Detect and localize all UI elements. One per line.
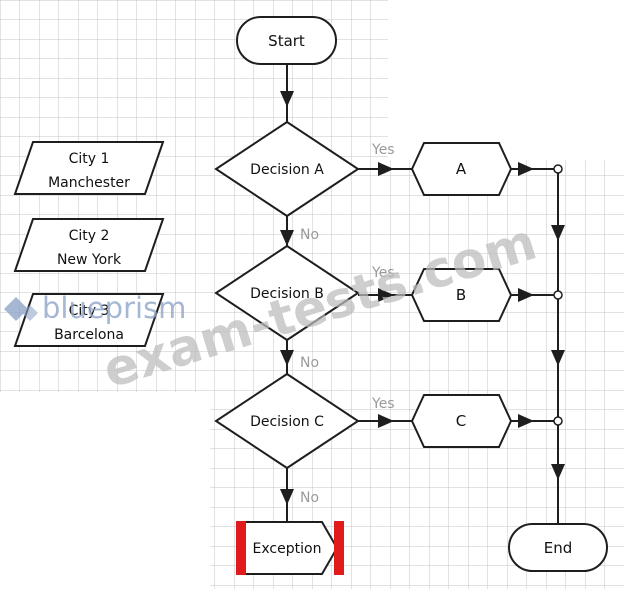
arrowhead-to-decision-a — [280, 91, 294, 107]
end-label: End — [544, 539, 573, 557]
decision-a[interactable]: Decision A — [214, 120, 360, 218]
arrowhead-to-action-c — [378, 414, 394, 428]
arrowhead-action-c-out — [518, 414, 534, 428]
arrowhead-action-b-out — [518, 288, 534, 302]
brand-logo-icon — [4, 297, 38, 321]
data-item-city-3-value: Barcelona — [54, 327, 124, 343]
start-node[interactable]: Start — [236, 16, 337, 65]
action-a[interactable]: A — [410, 142, 513, 196]
decision-b-no-label: No — [300, 355, 319, 371]
exception-label: Exception — [253, 541, 322, 557]
decision-a-label: Decision A — [250, 162, 324, 178]
decision-a-no-label: No — [300, 227, 319, 243]
arrowhead-action-a-out — [518, 162, 534, 176]
brand-watermark-text: blueprism — [42, 291, 186, 325]
junction-point-b — [553, 290, 563, 300]
exception-stage[interactable]: Exception — [236, 521, 344, 575]
start-label: Start — [268, 32, 305, 50]
arrowhead-merge-2 — [551, 350, 565, 366]
grid-blank-region-right — [388, 0, 624, 160]
action-b-label: B — [456, 286, 466, 304]
arrowhead-merge-1 — [551, 225, 565, 241]
decision-b-yes-label: Yes — [371, 265, 395, 281]
data-item-city-1[interactable]: City 1 Manchester — [13, 141, 165, 195]
data-item-city-1-value: Manchester — [48, 175, 130, 191]
decision-a-yes-label: Yes — [371, 142, 395, 158]
decision-c-yes-label: Yes — [371, 396, 395, 412]
arrowhead-to-decision-c — [280, 350, 294, 366]
action-a-label: A — [456, 160, 467, 178]
action-c[interactable]: C — [410, 394, 513, 448]
data-item-city-1-name: City 1 — [69, 151, 110, 167]
data-item-city-2-value: New York — [57, 252, 122, 268]
exception-bar-right — [334, 521, 344, 575]
decision-c-label: Decision C — [250, 414, 324, 430]
arrowhead-to-action-b — [378, 288, 394, 302]
action-b[interactable]: B — [410, 268, 513, 322]
data-item-city-2[interactable]: City 2 New York — [13, 218, 165, 272]
arrowhead-to-decision-b — [280, 230, 294, 246]
arrowhead-to-action-a — [378, 162, 394, 176]
junction-point-c — [553, 416, 563, 426]
end-node[interactable]: End — [508, 523, 608, 572]
data-item-city-3[interactable]: City 3 Barcelona — [13, 293, 165, 347]
action-c-label: C — [456, 412, 466, 430]
decision-c[interactable]: Decision C — [214, 372, 360, 470]
exception-bar-left — [236, 521, 246, 575]
decision-b-label: Decision B — [250, 286, 324, 302]
brand-watermark: blueprism — [4, 291, 186, 325]
junction-point-a — [553, 164, 563, 174]
data-item-city-3-name: City 3 — [69, 303, 110, 319]
arrowhead-to-exception — [280, 489, 294, 505]
decision-b[interactable]: Decision B — [214, 244, 360, 342]
data-item-city-2-name: City 2 — [69, 228, 110, 244]
arrowhead-merge-3 — [551, 464, 565, 480]
decision-c-no-label: No — [300, 490, 319, 506]
grid-blank-region-left — [0, 392, 210, 589]
